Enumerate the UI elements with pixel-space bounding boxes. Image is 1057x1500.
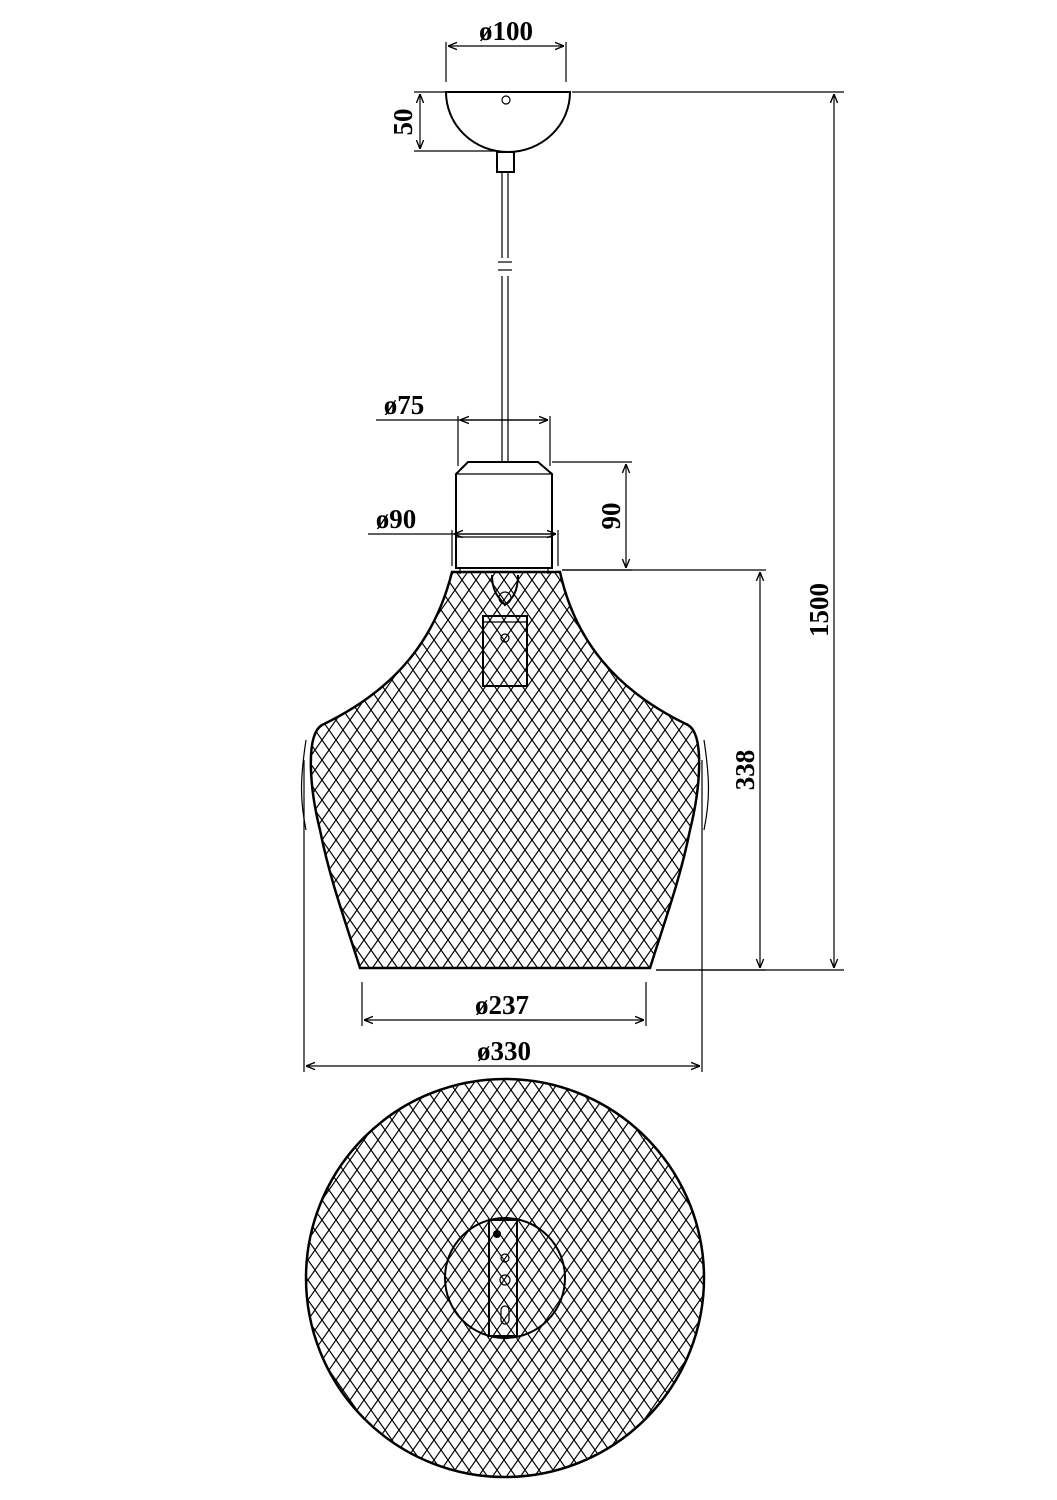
dimension-canopy-diameter: ø100 [445, 16, 567, 82]
dimension-bottom-opening: ø237 [361, 982, 647, 1026]
dimension-canopy-height: 50 [388, 91, 496, 152]
ceiling-canopy [444, 91, 572, 173]
label-holder-height: 90 [596, 503, 626, 530]
lamp-holder [455, 461, 553, 574]
shade-outline [309, 570, 701, 970]
socket-body [482, 615, 528, 687]
label-max-diameter: ø330 [477, 1036, 531, 1066]
shade-bottom-outline [304, 1077, 706, 1479]
mounting-bracket [488, 1219, 518, 1337]
dimension-overall-height: 1500 [572, 91, 844, 971]
mesh-shade-bottom-view [304, 1077, 706, 1479]
bracket-slot [500, 1305, 510, 1325]
canopy-screw [501, 95, 511, 105]
canopy-dome [444, 91, 572, 153]
mesh-shade-front [300, 570, 710, 970]
label-bottom-opening: ø237 [475, 990, 529, 1020]
bracket-hole [500, 1253, 510, 1263]
label-holder-diameter: ø90 [376, 504, 417, 534]
bracket-hole [499, 1274, 511, 1286]
label-canopy-height: 50 [388, 109, 418, 136]
label-cap-diameter: ø75 [384, 390, 425, 420]
label-canopy-diameter: ø100 [479, 16, 533, 46]
canopy-connector [496, 151, 515, 173]
bottom-opening [444, 1217, 566, 1339]
holder-body [455, 461, 553, 569]
bulb-socket [482, 574, 528, 687]
bracket-screw [493, 1230, 501, 1238]
dimension-holder-height: 90 [552, 461, 632, 571]
dimension-max-diameter: ø330 [303, 760, 703, 1072]
dimension-shade-height: 338 [562, 569, 766, 971]
suspension-cable [498, 172, 512, 462]
label-overall-height: 1500 [804, 583, 834, 637]
dimension-cap-diameter: ø75 [376, 390, 551, 466]
dimension-holder-diameter: ø90 [368, 504, 559, 566]
label-shade-height: 338 [730, 750, 760, 791]
shade-edge [703, 739, 710, 831]
